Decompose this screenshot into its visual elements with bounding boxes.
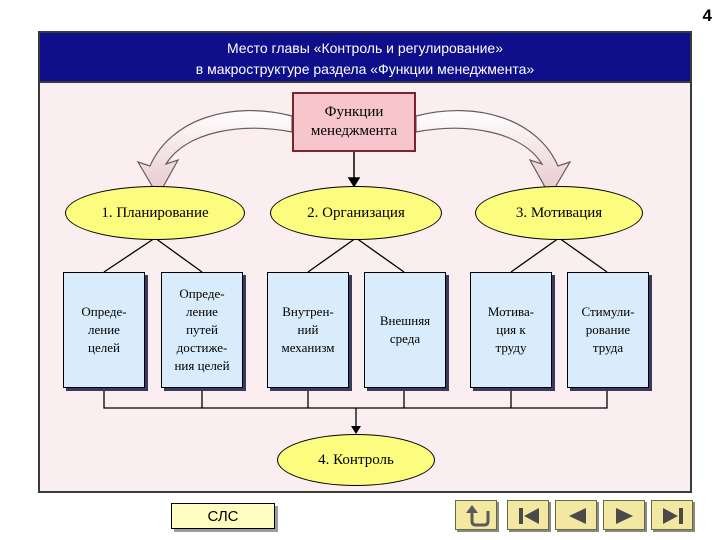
link-plan-right (154, 237, 203, 273)
subitem-external-environment: Внешняя среда (364, 272, 446, 388)
subitem-text: механизм (281, 340, 335, 355)
top-box-line-2: менеджмента (310, 123, 398, 139)
subitem-text: достиже- (176, 340, 228, 355)
last-button[interactable] (651, 500, 693, 530)
prev-button[interactable] (555, 500, 597, 530)
subitem-text: ция к (496, 322, 526, 337)
subitem-goal-definition: Опреде- ление целей (63, 272, 145, 388)
subitem-text: Опреде- (179, 286, 225, 301)
top-box-line-1: Функции (324, 104, 384, 120)
header-line-2: в макроструктуре раздела «Функции менедж… (195, 61, 535, 77)
subitem-text: Стимули- (581, 304, 635, 319)
subitem-text: целей (88, 340, 120, 355)
subitem-text: труду (495, 340, 527, 355)
center-arrow-down (347, 152, 361, 188)
slc-button[interactable]: СЛС (171, 503, 275, 529)
planning-ellipse: 1. Планирование (65, 186, 245, 240)
link-mot-left (510, 237, 560, 273)
control-ellipse: 4. Контроль (277, 434, 435, 486)
motivation-ellipse: 3. Мотивация (475, 186, 643, 240)
control-arrow-head (351, 426, 361, 434)
subitem-text: среда (389, 331, 421, 346)
subitem-text: Мотива- (487, 304, 535, 319)
organization-label: 2. Организация (307, 204, 405, 221)
subitem-text: Опреде- (81, 304, 127, 319)
return-icon (466, 505, 490, 527)
page-number: 4 (702, 6, 712, 25)
link-org-left (307, 237, 357, 273)
subitem-text: ление (186, 304, 218, 319)
first-icon (519, 508, 539, 524)
subitem-ways-definition: Опреде- ление путей достиже- ния целей (161, 272, 243, 388)
return-button[interactable] (455, 500, 497, 530)
subitem-text: ний (297, 322, 319, 337)
next-button[interactable] (603, 500, 645, 530)
subitem-text: ление (88, 322, 120, 337)
subitem-internal-mechanism: Внутрен- ний механизм (267, 272, 349, 388)
link-org-right (355, 237, 405, 273)
subitem-text: Внутрен- (282, 304, 334, 319)
curved-arrow-right (415, 109, 572, 198)
subitem-text: ния целей (174, 358, 230, 373)
slide-header: Место главы «Контроль и регулирование» в… (38, 31, 692, 83)
last-icon (663, 508, 683, 524)
first-button[interactable] (507, 500, 549, 530)
subitem-work-motivation: Мотива- ция к труду (470, 272, 552, 388)
motivation-label: 3. Мотивация (515, 204, 603, 221)
next-icon (616, 508, 633, 524)
header-line-1: Место главы «Контроль и регулирование» (226, 40, 503, 56)
link-plan-left (103, 237, 156, 273)
slc-label: СЛС (207, 507, 239, 525)
curved-arrow-left (136, 109, 293, 198)
subitem-work-stimulation: Стимули- рование труда (567, 272, 649, 388)
management-functions-box: Функции менеджмента (292, 92, 416, 152)
subitem-text: Внешняя (379, 313, 431, 328)
prev-icon (569, 508, 586, 524)
organization-ellipse: 2. Организация (270, 186, 442, 240)
planning-label: 1. Планирование (101, 204, 209, 221)
control-label: 4. Контроль (318, 451, 394, 468)
bottom-bracket (103, 390, 608, 409)
subitem-text: труда (592, 340, 624, 355)
subitem-text: рование (585, 322, 631, 337)
subitem-text: путей (186, 322, 218, 337)
link-mot-right (558, 237, 608, 273)
